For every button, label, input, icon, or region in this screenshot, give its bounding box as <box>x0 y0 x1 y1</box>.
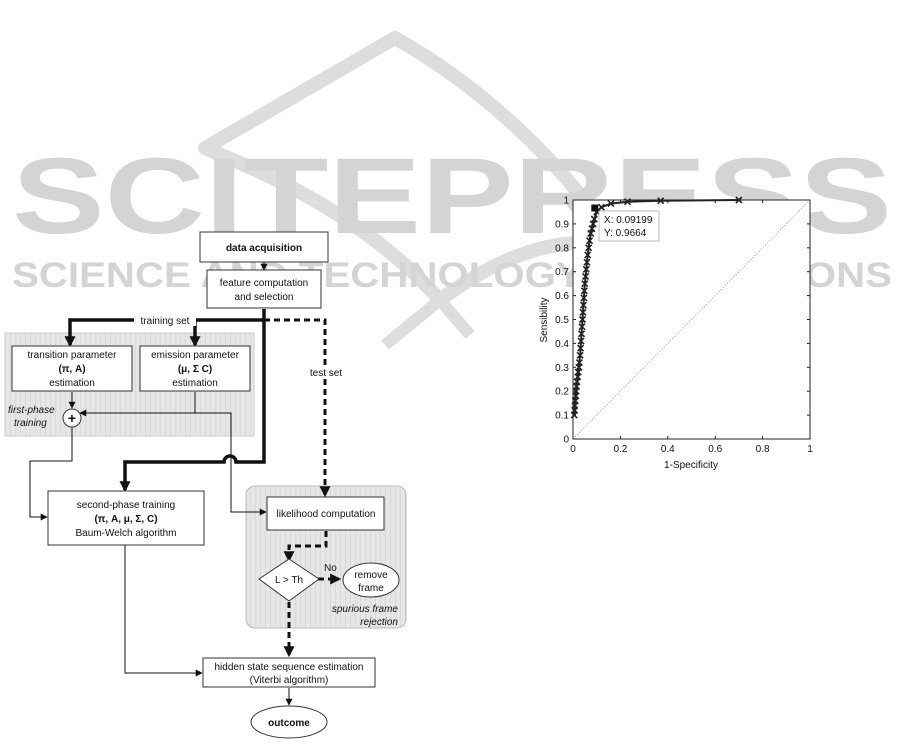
data-acquisition-box <box>199 231 329 263</box>
likelihood-label: likelihood computation <box>277 509 376 520</box>
feature-label-line2: and selection <box>235 292 294 303</box>
roc-series <box>570 196 743 419</box>
hidden-state-label-line2: (Viterbi algorithm) <box>250 675 329 686</box>
feature-box <box>206 269 322 309</box>
reference-line <box>572 199 811 440</box>
roc-point-marker <box>584 251 592 259</box>
remove-frame-label-line1: remove <box>354 570 388 581</box>
y-tick-label: 0.5 <box>555 315 569 326</box>
emission-label-line2: (μ, Σ C) <box>178 364 212 375</box>
watermark: SCITEPRESS SCIENCE AND TECHNOLOGY PUBLIC… <box>12 31 892 350</box>
y-tick-label: 1 <box>563 196 569 207</box>
test-set-label: test set <box>310 368 342 379</box>
y-ticks: 0 0.1 0.2 0.3 0.4 0.5 0.6 0.7 0.8 0.9 1 <box>555 196 810 446</box>
training-set-label: training set <box>141 316 190 327</box>
highlight-square <box>591 204 599 212</box>
roc-chart: 0 0.2 0.4 0.6 0.8 1 0 0.1 0.2 0.3 0.4 0.5 0.6 0.7 0.8… <box>539 196 813 472</box>
outcome-node <box>250 705 328 739</box>
remove-frame-node <box>342 562 400 598</box>
transition-label-line3: estimation <box>49 378 95 389</box>
y-tick-label: 0.2 <box>555 387 569 398</box>
test-set-line <box>264 318 331 498</box>
roc-point-marker <box>577 344 585 352</box>
roc-point-marker <box>578 323 586 331</box>
roc-point-marker <box>576 351 584 359</box>
transition-label-line2: (π, A) <box>58 364 85 375</box>
second-phase-label-line2: (π, A, μ, Σ, C) <box>94 514 157 525</box>
first-phase-label-line2: training <box>14 418 47 429</box>
emission-label-line1: emission parameter <box>151 350 239 361</box>
datatip[interactable]: X: 0.09199 Y: 0.9664 <box>598 210 660 242</box>
roc-point-marker <box>597 203 606 211</box>
transition-box <box>11 345 133 392</box>
x-tick-label: 0.4 <box>661 444 675 455</box>
spurious-label-line2: rejection <box>360 617 398 628</box>
roc-point-marker <box>578 315 587 324</box>
roc-point-marker <box>579 308 587 316</box>
roc-point-marker <box>580 287 588 295</box>
second-phase-thick-line <box>119 320 266 493</box>
roc-point-marker <box>580 294 588 302</box>
transition-label-line1: transition parameter <box>28 350 118 361</box>
decision-diamond <box>258 558 320 602</box>
roc-point-marker <box>607 200 615 208</box>
reference-diagonal <box>572 199 811 440</box>
roc-point-marker <box>575 358 583 367</box>
watermark-book-icon <box>198 31 622 307</box>
emission-box <box>139 345 251 392</box>
roc-point-marker <box>581 280 589 288</box>
roc-point-marker <box>582 265 590 273</box>
likelihood-box <box>266 496 385 531</box>
roc-point-marker <box>735 196 743 204</box>
roc-point-marker <box>579 301 587 309</box>
no-label: No <box>324 563 337 574</box>
y-tick-label: 0.6 <box>555 291 569 302</box>
datatip-box <box>598 210 660 242</box>
x-tick-label: 0.6 <box>708 444 722 455</box>
second-phase-box <box>47 490 205 546</box>
y-axis-label: Sensibility <box>539 297 550 342</box>
hidden-state-label-line1: hidden state sequence estimation <box>215 662 364 673</box>
roc-point-marker <box>583 258 591 266</box>
decision-label: L > Th <box>275 575 303 586</box>
roc-point-marker <box>623 198 632 206</box>
first-phase-label-line1: first-phase <box>8 405 55 416</box>
feature-label-line1: feature computation <box>220 278 308 289</box>
flowchart: data acquisition feature computation and… <box>4 231 407 739</box>
roc-point-marker <box>657 197 665 205</box>
x-tick-label: 0.2 <box>613 444 627 455</box>
highlight-point <box>591 204 599 212</box>
y-tick-label: 0.7 <box>555 267 569 278</box>
emission-label-line3: estimation <box>172 378 218 389</box>
data-acquisition-label: data acquisition <box>226 243 302 254</box>
y-tick-label: 0.3 <box>555 363 569 374</box>
second-phase-label-line1: second-phase training <box>77 500 175 511</box>
x-tick-label: 0 <box>570 444 576 455</box>
datatip-x: X: 0.09199 <box>604 215 653 226</box>
x-axis-label: 1-Specificity <box>664 460 718 471</box>
x-ticks: 0 0.2 0.4 0.6 0.8 1 <box>570 200 813 455</box>
spurious-label-line1: spurious frame <box>332 604 399 615</box>
roc-point-marker <box>590 215 598 223</box>
roc-point-marker <box>577 330 586 338</box>
datatip-y: Y: 0.9664 <box>604 228 647 239</box>
sum-node-label: + <box>68 410 76 426</box>
outcome-label: outcome <box>268 718 310 729</box>
roc-point-marker <box>585 244 593 252</box>
y-tick-label: 0.9 <box>555 219 569 230</box>
y-tick-label: 0.4 <box>555 339 569 350</box>
y-tick-label: 0 <box>563 435 569 446</box>
x-tick-label: 0.8 <box>756 444 770 455</box>
roc-point-marker <box>577 337 585 345</box>
roc-point-marker <box>586 237 594 245</box>
y-tick-label: 0.8 <box>555 243 569 254</box>
remove-frame-label-line2: frame <box>358 583 384 594</box>
second-phase-label-line3: Baum-Welch algorithm <box>76 528 177 539</box>
x-tick-label: 1 <box>807 444 813 455</box>
sum-node <box>62 408 82 428</box>
hidden-state-box <box>202 657 376 688</box>
y-tick-label: 0.1 <box>555 411 569 422</box>
roc-point-marker <box>581 272 590 281</box>
